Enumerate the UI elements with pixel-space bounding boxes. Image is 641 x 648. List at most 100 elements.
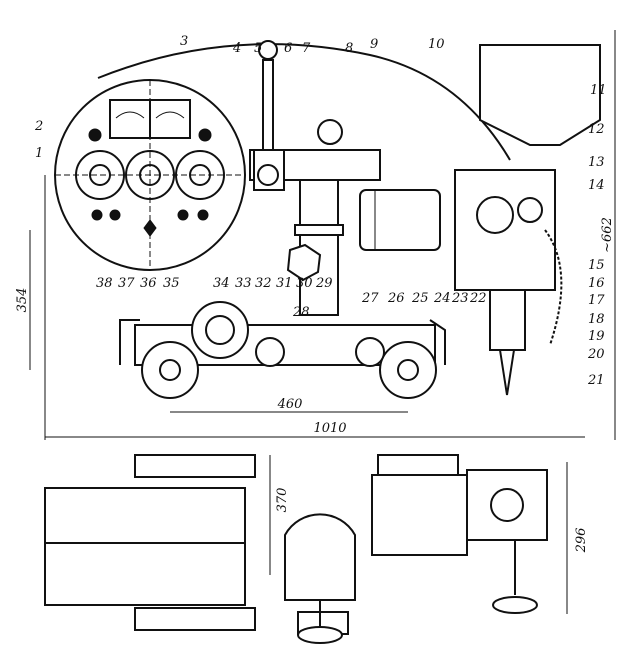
callout-5: 5 <box>254 41 262 56</box>
knob-right <box>175 150 225 200</box>
plan-view <box>44 454 548 644</box>
electrode-wire-arc <box>97 43 511 161</box>
wheel-rear <box>379 341 437 399</box>
button-4 <box>197 209 209 221</box>
button-3 <box>177 209 189 221</box>
callout-14: 14 <box>588 178 605 193</box>
callout-7: 7 <box>302 41 311 56</box>
ammeter-scale <box>155 111 185 119</box>
wheel-front-hub <box>159 359 181 381</box>
idler-right <box>355 337 385 367</box>
callout-26: 26 <box>387 291 405 306</box>
plan-wheel-bottom-left <box>134 607 256 631</box>
callout-38: 38 <box>96 276 113 291</box>
callout-28: 28 <box>292 305 310 320</box>
base-bumper-left <box>119 319 140 365</box>
dim-370: 370 <box>275 488 290 513</box>
callout-9: 9 <box>370 37 378 52</box>
callout-11: 11 <box>590 83 607 98</box>
ammeter <box>149 99 191 139</box>
hex-handwheel <box>286 243 322 282</box>
dimensions-plan: 370 296 <box>269 455 589 614</box>
wheel-front <box>141 341 199 399</box>
wheel-rear-hub <box>397 359 419 381</box>
dim-662: ~662 <box>600 217 615 253</box>
callout-6: 6 <box>284 41 292 56</box>
plan-feed-head <box>466 469 548 541</box>
flux-hopper <box>479 44 601 146</box>
callout-20: 20 <box>587 347 605 362</box>
callout-35: 35 <box>163 276 180 291</box>
plan-wheel-top-right <box>377 454 459 478</box>
clamp-nut <box>257 164 279 186</box>
callout-16: 16 <box>588 276 605 291</box>
feed-motor <box>359 189 441 251</box>
callout-21: 21 <box>587 373 605 388</box>
switch-top-left <box>88 128 102 142</box>
callout-labels: 1 2 3 4 5 6 7 8 9 10 11 12 13 14 15 16 1… <box>34 34 607 388</box>
callout-18: 18 <box>588 312 605 327</box>
knob-left-inner <box>89 164 111 186</box>
top-nut <box>317 119 343 145</box>
callout-27: 27 <box>361 291 379 306</box>
column-flange <box>294 224 344 236</box>
drive-gear <box>191 301 249 359</box>
voltmeter-scale <box>115 111 145 119</box>
callout-31: 31 <box>276 276 293 291</box>
button-1 <box>91 209 103 221</box>
callout-4: 4 <box>232 41 241 56</box>
callout-22: 22 <box>469 291 487 306</box>
callout-37: 37 <box>118 276 135 291</box>
plan-panel-lower <box>44 542 246 606</box>
callout-17: 17 <box>588 293 605 308</box>
callout-23: 23 <box>451 291 469 306</box>
callout-29: 29 <box>315 276 333 291</box>
dim-296: 296 <box>574 528 589 554</box>
handle-knob <box>258 40 278 60</box>
callout-8: 8 <box>345 41 353 56</box>
nozzle <box>499 349 515 396</box>
callout-33: 33 <box>235 276 252 291</box>
callout-1: 1 <box>35 146 43 161</box>
plan-column-foot-pad <box>297 626 343 644</box>
callout-25: 25 <box>411 291 429 306</box>
knob-center <box>125 150 175 200</box>
plan-feed-roller <box>490 488 524 522</box>
plan-torch-base <box>492 596 538 614</box>
callout-36: 36 <box>140 276 157 291</box>
voltmeter <box>109 99 151 139</box>
plan-panel-upper <box>44 487 246 544</box>
plan-motor <box>371 474 468 556</box>
base-bumper-right <box>429 319 446 365</box>
button-2 <box>109 209 121 221</box>
plan-column-housing <box>284 513 356 601</box>
callout-2: 2 <box>34 119 43 134</box>
torch-body <box>489 289 526 351</box>
dim-1010: 1010 <box>313 421 346 436</box>
knob-center-inner <box>139 164 161 186</box>
plan-wheel-top-left <box>134 454 256 478</box>
callout-34: 34 <box>213 276 230 291</box>
callout-32: 32 <box>255 276 272 291</box>
handle-shaft <box>262 59 274 151</box>
knob-right-inner <box>189 164 211 186</box>
callout-24: 24 <box>433 291 451 306</box>
side-elevation <box>54 40 601 399</box>
callout-30: 30 <box>296 276 313 291</box>
callout-12: 12 <box>588 122 605 137</box>
callout-3: 3 <box>180 34 188 49</box>
switch-top-right <box>198 128 212 142</box>
callout-19: 19 <box>588 329 605 344</box>
callout-13: 13 <box>588 155 605 170</box>
callout-10: 10 <box>428 37 445 52</box>
dimensions-side: 460 1010 354 ~662 <box>15 30 616 440</box>
callout-15: 15 <box>588 258 605 273</box>
feed-roller <box>476 196 514 234</box>
idler-left <box>255 337 285 367</box>
selector-diamond <box>143 219 157 237</box>
flux-hose <box>544 229 563 346</box>
pressure-roller <box>517 197 543 223</box>
dim-460: 460 <box>277 397 303 412</box>
